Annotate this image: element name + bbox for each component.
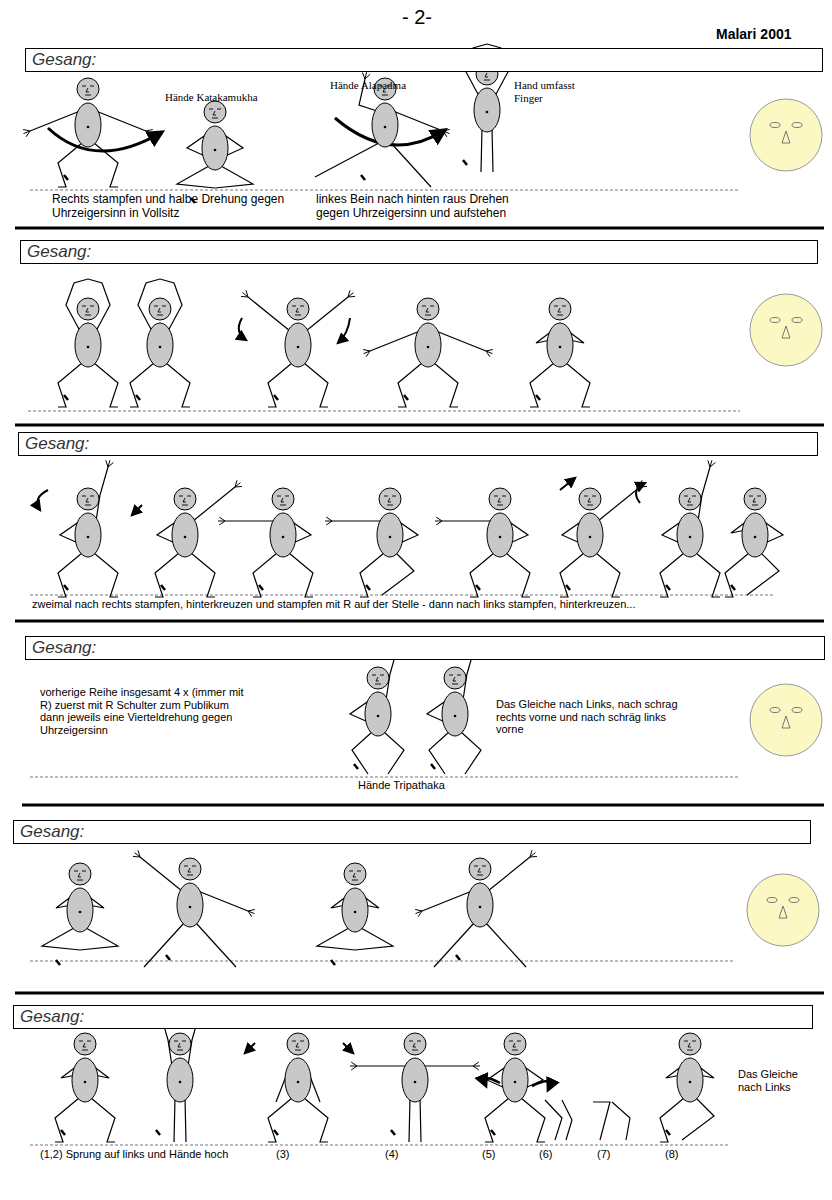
song-label: Gesang: [20, 822, 84, 842]
song-box: Gesang: [25, 636, 825, 660]
song-box: Gesang: [13, 820, 811, 844]
dancer [350, 1033, 480, 1142]
dancer [130, 279, 190, 407]
dancer [325, 488, 418, 597]
song-box: Gesang: [20, 240, 818, 264]
hand-note: Hand umfasst Finger [514, 79, 594, 104]
dancer [725, 488, 783, 597]
leg-steps [545, 1100, 630, 1140]
document-title: Malari 2001 [716, 26, 792, 42]
song-box: Gesang: [18, 432, 818, 456]
song-label: Gesang: [32, 638, 96, 658]
count-number: (3) [276, 1148, 289, 1161]
row-separators [15, 228, 824, 993]
step-note: zweimal nach rechts stampfen, hinterkreu… [32, 598, 792, 611]
step-note: linkes Bein nach hinten raus Drehen gege… [316, 193, 521, 221]
dancer [435, 488, 530, 597]
count-number: (8) [665, 1148, 678, 1161]
dancer [485, 1033, 545, 1142]
moon-faces [747, 99, 822, 946]
song-label: Gesang: [27, 242, 91, 262]
song-label: Gesang: [25, 434, 89, 454]
dancer [317, 863, 393, 965]
dancer [315, 72, 450, 187]
moon-face [750, 294, 822, 366]
dancer [530, 298, 590, 407]
count-number: (7) [597, 1148, 610, 1161]
moon-face [750, 99, 822, 171]
hand-note: Hände Katakamukha [165, 91, 258, 104]
dancer [155, 480, 242, 597]
moon-face [747, 874, 819, 946]
song-box: Gesang: [13, 1005, 813, 1029]
dancer [42, 863, 118, 965]
dancer [415, 850, 537, 967]
dancer [660, 460, 720, 597]
dancer [177, 101, 253, 203]
step-note: Das Gleiche nach Links, nach schrag rech… [496, 698, 681, 736]
moon-face [750, 684, 822, 756]
dancer [660, 1033, 714, 1142]
step-note: Rechts stampfen und halbe Drehung gegen … [52, 193, 287, 221]
count-number: (4) [385, 1148, 398, 1161]
song-box: Gesang: [25, 48, 823, 72]
hand-note: Hände Tripathaka [358, 779, 445, 792]
count-number: (5) [482, 1148, 495, 1161]
step-note: vorherige Reihe insgesamt 4 x (immer mit… [40, 686, 255, 737]
step-note: Das Gleiche nach Links [738, 1068, 810, 1093]
dancer-figures [23, 44, 783, 1142]
song-label: Gesang: [20, 1007, 84, 1027]
dancer [58, 279, 118, 407]
page-number: - 2- [402, 6, 432, 29]
dancer [23, 78, 153, 187]
dancer [218, 488, 313, 597]
count-note: (1,2) Sprung auf links und Hände hoch [40, 1148, 228, 1161]
dancer [560, 480, 647, 597]
dancer [133, 850, 255, 967]
dancer [363, 298, 493, 407]
song-label: Gesang: [32, 50, 96, 70]
floor-lines [28, 190, 775, 1145]
dancer [55, 1033, 115, 1142]
count-number: (6) [539, 1148, 552, 1161]
dancer [58, 460, 118, 597]
hand-note: Hände Alapadma [330, 79, 406, 92]
dancer [268, 1033, 328, 1142]
dancer [241, 290, 355, 407]
